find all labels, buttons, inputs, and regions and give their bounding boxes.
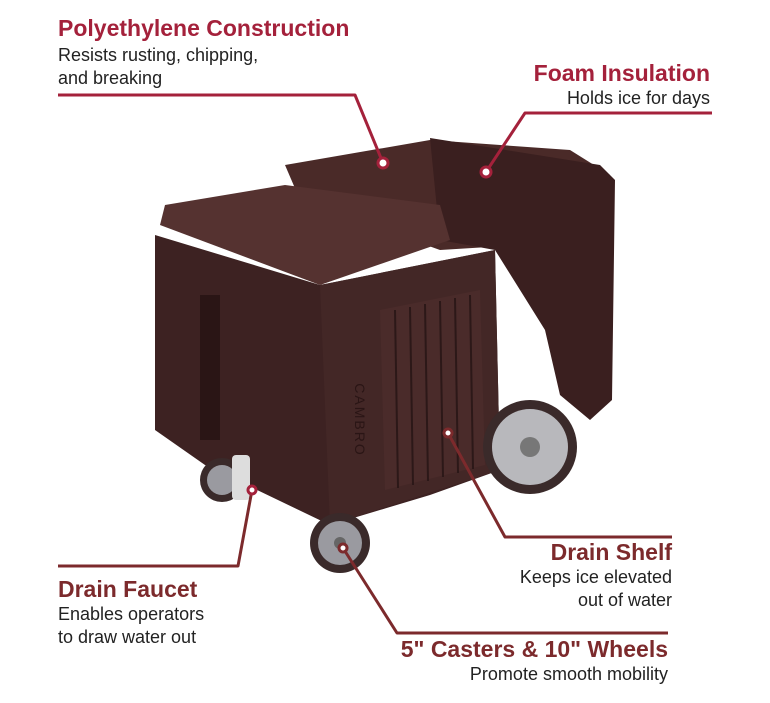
- callout-text: Keeps ice elevated: [519, 567, 672, 587]
- drain-shelf-marker-dot: [442, 427, 454, 439]
- callout-text: Resists rusting, chipping,: [58, 45, 259, 65]
- polyethylene-leader-line: [58, 93, 385, 164]
- callout-title: 5" Casters & 10" Wheels: [400, 636, 668, 662]
- drain-faucet-marker-dot: [246, 484, 258, 496]
- casters-leader-line: [341, 547, 668, 635]
- polyethylene-marker-dot: [376, 156, 390, 170]
- callout-title: Foam Insulation: [533, 60, 710, 86]
- drain-faucet-leader-line: [58, 489, 254, 568]
- callout-title: Drain Shelf: [550, 539, 672, 565]
- callout-text: and breaking: [58, 68, 163, 88]
- callout-text: Promote smooth mobility: [469, 664, 668, 684]
- foam-leader-line: [484, 111, 712, 173]
- drain-shelf-leader-line: [446, 432, 672, 539]
- ice-caddy-image: CAMBRO: [155, 138, 615, 573]
- callout-text: out of water: [577, 590, 672, 610]
- callout-text: Holds ice for days: [566, 88, 710, 108]
- foam-marker-dot: [479, 165, 493, 179]
- callout-title: Drain Faucet: [58, 576, 198, 602]
- callout-text: Enables operators: [58, 604, 205, 624]
- callout-text: to draw water out: [58, 627, 197, 647]
- casters-marker-dot: [337, 542, 349, 554]
- callout-title: Polyethylene Construction: [58, 15, 350, 41]
- brand-mark: CAMBRO: [352, 383, 368, 456]
